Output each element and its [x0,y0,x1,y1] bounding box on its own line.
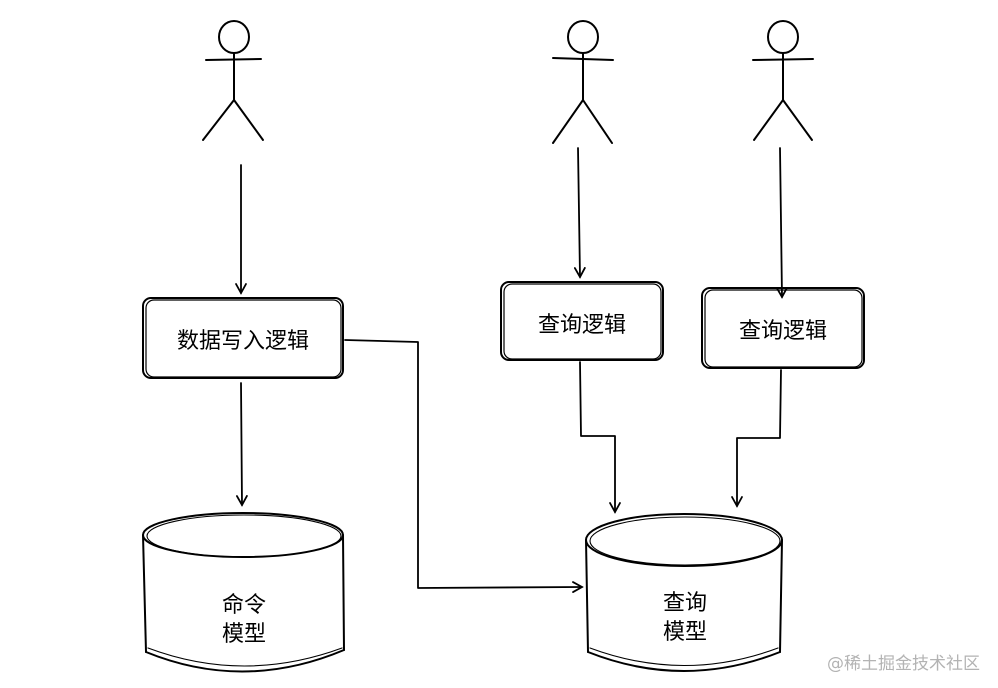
write-logic-box: 数据写入逻辑 [142,297,344,379]
query-logic-label-2: 查询逻辑 [739,319,827,344]
arrow-query-logic-1-to-query-model [579,361,621,514]
user-actor-middle [552,20,614,144]
arrow-query-logic-2-to-query-model [731,369,782,508]
query-model-database: 查询 模型 [585,513,783,672]
command-model-label-1: 命令 [222,593,266,618]
arrow-write-to-command-model [236,382,248,507]
watermark: @稀土掘金技术社区 [827,654,980,674]
user-actor-left [202,20,264,141]
arrow-write-to-query-model [344,339,584,593]
arrow-actor-to-query-logic-1 [573,147,586,279]
query-logic-label-1: 查询逻辑 [538,313,626,338]
query-model-label-1: 查询 [663,591,707,616]
query-model-label-2: 模型 [663,620,707,645]
query-logic-box-1: 查询逻辑 [500,281,664,361]
query-logic-box-2: 查询逻辑 [701,287,865,369]
arrow-actor-to-query-logic-2 [775,147,788,299]
user-actor-right [752,20,814,141]
command-model-label-2: 模型 [222,622,266,647]
write-logic-label: 数据写入逻辑 [177,329,309,354]
command-model-database: 命令 模型 [142,512,345,673]
